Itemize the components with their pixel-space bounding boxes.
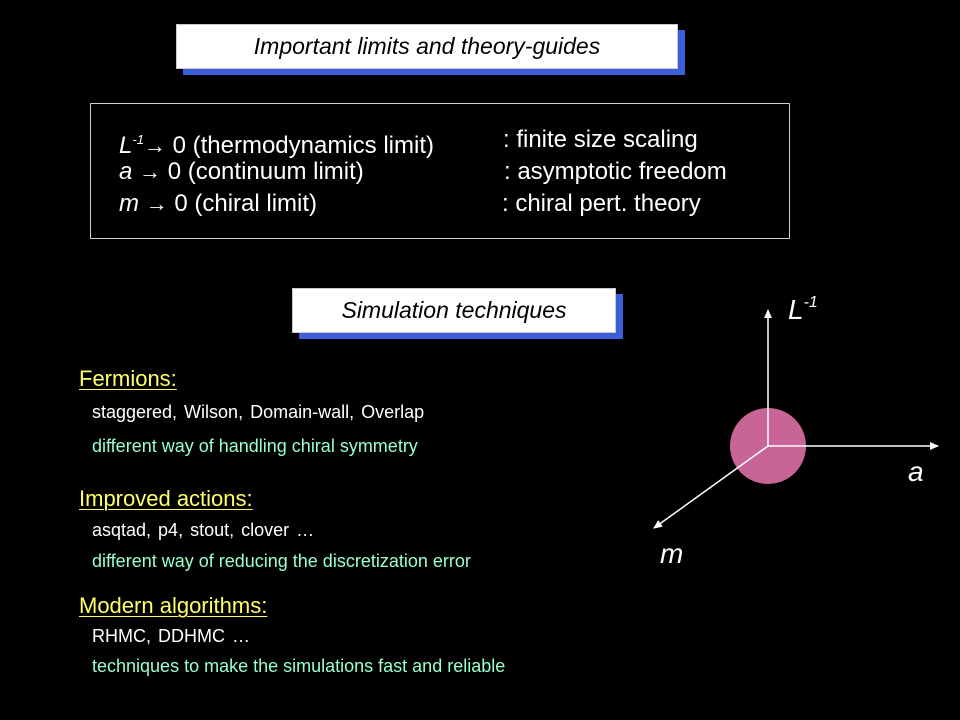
arrow-icon: → xyxy=(143,133,166,158)
limits-title-text: Important limits and theory-guides xyxy=(253,33,601,59)
limit-theory: : chiral pert. theory xyxy=(502,190,701,217)
improved-actions-heading: Improved actions: xyxy=(79,486,253,511)
improved-actions-description: different way of reducing the discretiza… xyxy=(92,551,471,571)
arrow-icon: → xyxy=(139,159,162,184)
axis-label-L: L-1 xyxy=(788,294,818,325)
limit-theory: : asymptotic freedom xyxy=(504,158,727,185)
limit-symbol: a xyxy=(119,158,133,185)
limit-symbol-sup: -1 xyxy=(132,132,144,147)
limit-description: 0 (thermodynamics limit) xyxy=(165,132,434,159)
fermions-description: different way of handling chiral symmetr… xyxy=(92,436,418,456)
limits-axes-diagram: L-1 a m xyxy=(630,280,950,600)
algorithms-description: techniques to make the simulations fast … xyxy=(92,656,506,676)
limits-title: Important limits and theory-guides xyxy=(176,24,678,69)
limit-description: 0 (continuum limit) xyxy=(161,158,364,185)
techniques-title-text: Simulation techniques xyxy=(341,297,567,323)
techniques-title: Simulation techniques xyxy=(292,288,616,333)
limit-symbol: m xyxy=(119,190,139,217)
axis-label-L-sup: -1 xyxy=(803,294,818,311)
axis-label-a: a xyxy=(908,456,924,487)
limit-symbol: L xyxy=(119,132,133,159)
axis-m xyxy=(653,445,769,529)
limits-box: L-1→ 0 (thermodynamics limit) : finite s… xyxy=(90,103,790,239)
arrow-icon: → xyxy=(145,191,168,216)
fermions-items: staggered, Wilson, Domain-wall, Overlap xyxy=(92,402,425,422)
algorithms-heading: Modern algorithms: xyxy=(79,593,268,618)
fermions-heading: Fermions: xyxy=(79,366,177,391)
improved-actions-items: asqtad, p4, stout, clover … xyxy=(92,520,315,540)
axis-label-m: m xyxy=(660,538,684,569)
axes-svg xyxy=(653,309,939,529)
algorithms-items: RHMC, DDHMC … xyxy=(92,626,250,646)
limit-theory: : finite size scaling xyxy=(503,126,698,153)
limit-description: 0 (chiral limit) xyxy=(167,190,318,217)
